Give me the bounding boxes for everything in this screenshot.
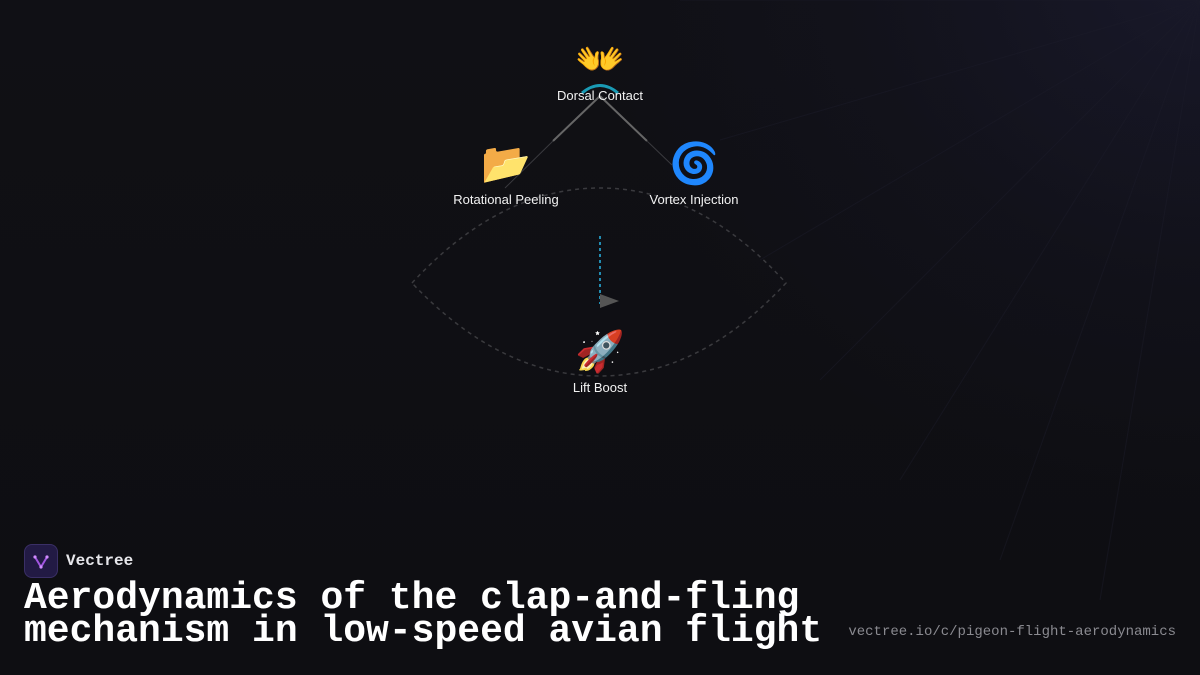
cycle-ellipse: [410, 187, 788, 377]
vectree-logo-icon: [24, 544, 58, 578]
edge-dorsal-to-peeling-tail: [504, 140, 554, 189]
rocket-icon: 🚀: [575, 329, 625, 374]
brand-name: Vectree: [66, 552, 134, 570]
open-hands-icon: 👐: [575, 37, 625, 82]
arrow-head: [600, 294, 619, 308]
edge-dorsal-to-vortex: [599, 95, 648, 142]
node-dorsal-contact: 👐 Dorsal Contact: [557, 36, 643, 103]
node-label: Lift Boost: [572, 380, 628, 395]
node-vortex-injection: 🌀 Vortex Injection: [650, 140, 739, 207]
page-title: Aerodynamics of the clap-and-fling mecha…: [24, 577, 823, 653]
node-label: Vortex Injection: [649, 192, 739, 207]
source-url[interactable]: vectree.io/c/pigeon-flight-aerodynamics: [848, 624, 1176, 640]
cyclone-icon: 🌀: [669, 141, 719, 186]
node-label: Rotational Peeling: [453, 192, 559, 207]
brand[interactable]: Vectree: [24, 544, 133, 578]
edge-dorsal-to-peeling: [552, 95, 601, 142]
open-folder-icon: 📂: [481, 141, 531, 186]
node-lift-boost: 🚀 Lift Boost: [573, 328, 627, 395]
edge-dorsal-to-vortex-tail: [646, 140, 673, 166]
node-rotational-peeling: 📂 Rotational Peeling: [453, 140, 559, 207]
node-label: Dorsal Contact: [557, 88, 643, 103]
dorsal-arc: [581, 84, 619, 95]
